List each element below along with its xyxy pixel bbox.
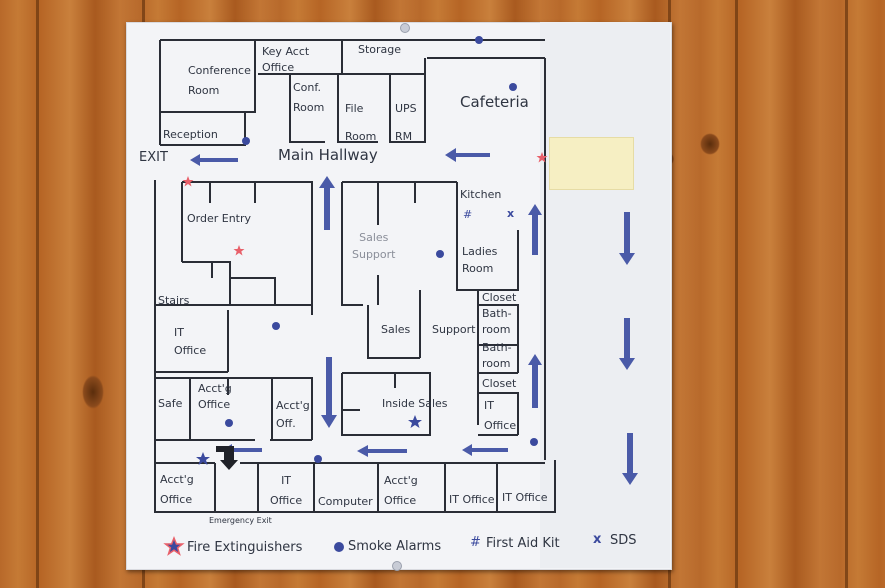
- wood-knot: [82, 375, 104, 409]
- label-sales: Sales: [381, 323, 411, 336]
- label-it-office-br1: IT Office: [449, 493, 495, 506]
- label-stairs: Stairs: [158, 294, 190, 307]
- smoke-alarm-icon: [530, 438, 538, 446]
- label-emergency-exit: Emergency Exit: [209, 516, 272, 525]
- label-it-office-br2: IT Office: [502, 491, 548, 504]
- fire-extinguisher-icon: [182, 176, 194, 187]
- arrow-left-icon: [462, 444, 508, 456]
- arrow-down-icon: [619, 318, 635, 370]
- label-exit: EXIT: [139, 150, 168, 165]
- label-closet-1: Closet: [482, 291, 517, 304]
- label-cafeteria: Cafeteria: [460, 93, 529, 111]
- arrow-left-icon: [445, 148, 490, 162]
- board-right-panel: [540, 22, 670, 568]
- label-conference-room: Conference Room: [188, 64, 251, 97]
- label-it-office-left: IT Office: [174, 326, 207, 357]
- fire-extinguishers: [163, 152, 548, 556]
- fire-extinguisher-icon: [408, 415, 422, 428]
- wood-seam: [845, 0, 848, 588]
- wood-seam: [36, 0, 39, 588]
- label-file-room: File Room: [345, 102, 377, 143]
- first-aid-kit-icon: #: [463, 208, 473, 221]
- legend-fire-extinguishers: Fire Extinguishers: [187, 540, 303, 555]
- smoke-alarm-icon: [509, 83, 517, 91]
- label-safe: Safe: [158, 397, 183, 410]
- label-it-office-bottom: IT Office: [270, 474, 303, 507]
- label-key-acct-office: Key Acct Office: [262, 45, 310, 74]
- walls: [154, 39, 556, 513]
- label-main-hallway: Main Hallway: [278, 146, 378, 164]
- wood-seam: [735, 0, 738, 588]
- label-acctg-office-1: Acct'g Office: [198, 382, 232, 411]
- smoke-alarm-icon: [475, 36, 483, 44]
- label-acctg-office-2: Acct'g Office: [160, 473, 194, 506]
- legend-first-aid-kit-icon: #: [470, 535, 481, 550]
- sds-icon: x: [507, 207, 515, 220]
- label-kitchen: Kitchen: [460, 188, 502, 201]
- label-support: Support: [432, 323, 476, 336]
- legend-smoke-alarms: Smoke Alarms: [348, 539, 442, 554]
- wood-knot: [700, 133, 720, 155]
- arrow-left-icon: [357, 445, 407, 457]
- fire-extinguisher-icon: [536, 152, 548, 163]
- emergency-exit-arrow-icon: [216, 446, 238, 470]
- arrow-up-icon: [319, 176, 335, 230]
- smoke-alarm-icon: [225, 419, 233, 427]
- arrow-down-icon: [321, 357, 337, 428]
- smoke-alarm-icon: [314, 455, 322, 463]
- label-storage: Storage: [358, 43, 402, 56]
- label-acctg-office-3: Acct'g Office: [384, 474, 418, 507]
- fire-extinguisher-icon: [233, 245, 245, 256]
- fire-extinguisher-icon: [196, 452, 210, 465]
- label-closet-2: Closet: [482, 377, 517, 390]
- label-it-office-right: IT Office: [484, 399, 517, 432]
- arrow-down-icon: [622, 433, 638, 485]
- smoke-alarm-icon: [242, 137, 250, 145]
- arrow-up-icon: [528, 204, 542, 255]
- label-order-entry: Order Entry: [187, 212, 252, 225]
- arrow-left-icon: [190, 154, 238, 166]
- sticky-note: [549, 137, 634, 190]
- board-tack: [392, 561, 402, 571]
- label-ups-rm: UPS RM: [395, 102, 417, 143]
- legend-first-aid-kit: First Aid Kit: [486, 536, 560, 551]
- legend-fire-extinguisher-icon: [163, 535, 185, 556]
- label-acctg-off: Acct'g Off.: [276, 399, 310, 430]
- arrow-down-icon: [619, 212, 635, 265]
- label-bathroom-1: Bath- room: [482, 307, 512, 336]
- arrow-up-icon: [528, 354, 542, 408]
- label-ladies-room: Ladies Room: [462, 245, 498, 275]
- legend-sds: SDS: [610, 533, 637, 548]
- legend-sds-icon: x: [593, 532, 602, 547]
- smoke-alarms: [225, 36, 538, 552]
- label-reception: Reception: [163, 128, 218, 141]
- smoke-alarm-icon: [272, 322, 280, 330]
- smoke-alarm-icon: [436, 250, 444, 258]
- label-sales-support: Sales Support: [352, 231, 396, 261]
- label-bathroom-2: Bath- room: [482, 341, 512, 370]
- label-inside-sales: Inside Sales: [382, 397, 448, 410]
- label-conf-room: Conf. Room: [293, 81, 325, 114]
- legend-smoke-alarm-icon: [334, 542, 344, 552]
- label-computer: Computer: [318, 495, 373, 508]
- board-tack: [400, 23, 410, 33]
